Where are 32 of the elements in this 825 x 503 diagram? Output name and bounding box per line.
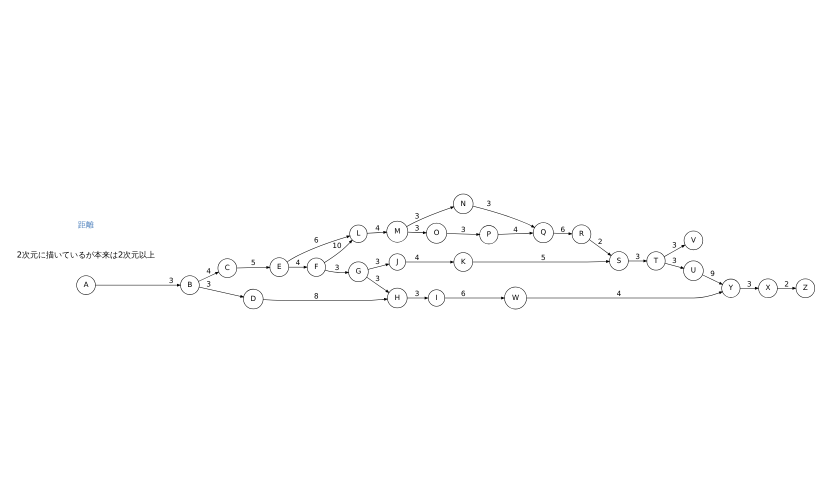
arrow (324, 240, 353, 263)
arrow (702, 274, 724, 285)
arrow (198, 286, 244, 298)
arrow (446, 232, 480, 236)
arrow (407, 296, 429, 300)
arrow (444, 296, 506, 300)
arrow (589, 239, 612, 256)
arrow (324, 270, 350, 274)
arrow (408, 231, 428, 234)
arrow (366, 230, 388, 234)
arrow (95, 284, 182, 287)
arrow (664, 263, 685, 269)
arrow (286, 236, 351, 262)
arrow (628, 260, 648, 262)
arrow (777, 286, 796, 290)
arrow (406, 260, 454, 264)
arrow (198, 272, 220, 282)
arrow (262, 298, 388, 301)
label: 2次元に描いているが本来は2次元以上 (16, 249, 156, 260)
arrow (236, 266, 270, 269)
label: 距離 (78, 219, 94, 230)
arrow (472, 206, 536, 228)
arrow (366, 276, 390, 294)
arrow (740, 286, 760, 290)
arrow (406, 206, 455, 227)
arrow (526, 291, 724, 298)
arrow (472, 260, 610, 263)
arrow (553, 232, 573, 236)
arrow (368, 263, 390, 270)
arrow (288, 266, 308, 269)
arrow (664, 244, 686, 257)
arrow (498, 232, 534, 235)
